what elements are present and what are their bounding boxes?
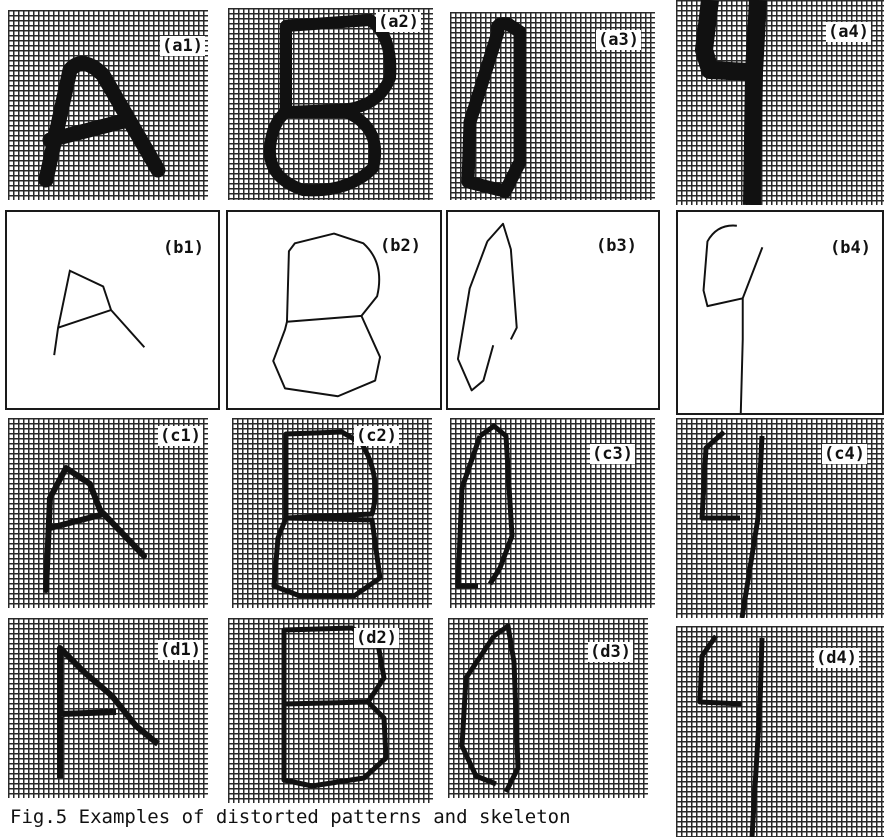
label-a4: (a4) (826, 22, 871, 42)
label-b2: (b2) (378, 236, 423, 256)
panel-b2: (b2) (226, 210, 442, 410)
label-a3: (a3) (596, 30, 641, 50)
panel-c1: (c1) (8, 418, 208, 608)
panel-c3: (c3) (450, 418, 655, 608)
panel-b4: (b4) (676, 210, 884, 415)
panel-a1: (a1) (8, 10, 208, 200)
panel-c4: (c4) (676, 418, 884, 618)
label-b3: (b3) (594, 236, 639, 256)
panel-b1: (b1) (5, 210, 220, 410)
label-d1: (d1) (158, 640, 203, 660)
skeleton-c1-letter-A (8, 418, 208, 608)
label-b1: (b1) (161, 238, 206, 258)
panel-d4: (d4) (676, 626, 884, 837)
panel-d3: (d3) (448, 618, 648, 798)
label-d2: (d2) (354, 628, 399, 648)
label-c4: (c4) (822, 444, 867, 464)
panel-d2: (d2) (228, 618, 433, 803)
label-d4: (d4) (814, 648, 859, 668)
label-a1: (a1) (160, 36, 205, 56)
glyph-a2-letter-B (228, 8, 433, 200)
panel-a3: (a3) (450, 12, 655, 200)
label-b4: (b4) (828, 238, 873, 258)
label-c1: (c1) (158, 426, 203, 446)
label-c2: (c2) (354, 426, 399, 446)
panel-d1: (d1) (8, 618, 208, 798)
panel-a4: (a4) (676, 0, 884, 205)
label-a2: (a2) (376, 12, 421, 32)
label-d3: (d3) (588, 642, 633, 662)
skeleton-d2-letter-B (228, 618, 433, 803)
panel-c2: (c2) (232, 418, 432, 608)
figure-caption: Fig.5 Examples of distorted patterns and… (10, 805, 670, 829)
skeleton-c2-letter-B (232, 418, 432, 608)
panel-b3: (b3) (446, 210, 660, 410)
label-c3: (c3) (590, 444, 635, 464)
panel-a2: (a2) (228, 8, 433, 200)
